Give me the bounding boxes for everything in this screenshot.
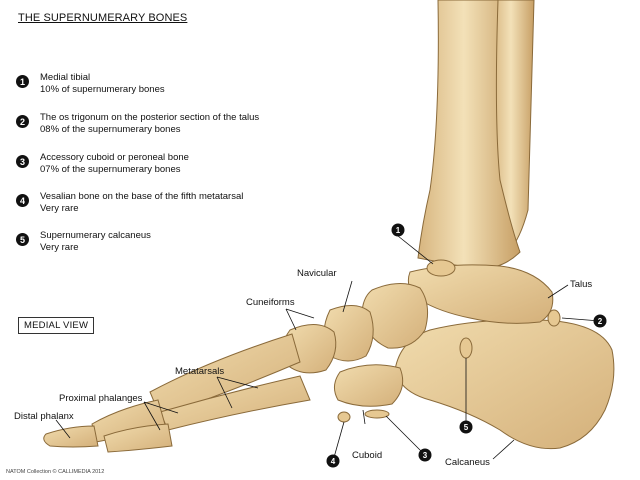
cuboid-bone	[334, 364, 404, 407]
legend-item-4: 4 Vesalian bone on the base of the fifth…	[16, 191, 243, 214]
label-metatarsals: Metatarsals	[175, 366, 224, 377]
legend-1-detail: 10% of supernumerary bones	[40, 83, 165, 95]
marker-4-badge: 4	[16, 194, 29, 207]
label-talus: Talus	[570, 279, 592, 290]
talus-bone	[407, 264, 554, 324]
credit-text: NATOM Collection © CALLIMEDIA 2012	[6, 469, 105, 475]
label-proximal-phalanges: Proximal phalanges	[59, 393, 143, 404]
legend-2-detail: 08% of the supernumerary bones	[40, 123, 181, 135]
marker-3-number: 3	[423, 451, 428, 460]
marker-5: 5	[459, 420, 473, 434]
page-title: THE SUPERNUMERARY BONES	[18, 12, 188, 24]
proximal-phalanx-bone	[103, 423, 173, 453]
legend-2-name: The os trigonum on the posterior section…	[40, 112, 260, 123]
supernumerary-calcaneus	[459, 337, 473, 359]
label-navicular: Navicular	[297, 268, 337, 279]
marker-5-number: 5	[464, 423, 469, 432]
peroneal-bone	[364, 409, 390, 419]
marker-1-number: 1	[396, 226, 401, 235]
os-trigonum	[547, 309, 561, 327]
distal-phalanx-bone	[43, 425, 99, 448]
marker-3: 3	[418, 448, 432, 462]
legend-4-name: Vesalian bone on the base of the fifth m…	[40, 191, 244, 202]
legend-3-name: Accessory cuboid or peroneal bone	[40, 152, 189, 163]
legend-3-detail: 07% of the supernumerary bones	[40, 163, 181, 175]
vesalian-bone	[337, 411, 351, 423]
label-distal-phalanx: Distal phalanx	[14, 411, 74, 422]
medial-tibial-ossicle	[426, 259, 456, 277]
legend-5-detail: Very rare	[40, 241, 79, 253]
label-calcaneus: Calcaneus	[445, 457, 490, 468]
marker-3-badge: 3	[16, 155, 29, 168]
label-cuneiforms: Cuneiforms	[246, 297, 295, 308]
marker-2-number: 2	[598, 317, 603, 326]
legend-item-2: 2 The os trigonum on the posterior secti…	[16, 112, 259, 135]
view-label: MEDIAL VIEW	[18, 317, 95, 334]
marker-1-badge: 1	[16, 75, 29, 88]
marker-2-badge: 2	[16, 115, 29, 128]
legend-5-name: Supernumerary calcaneus	[40, 230, 151, 241]
leader-lines	[55, 235, 601, 462]
marker-2: 2	[593, 314, 607, 328]
marker-5-badge: 5	[16, 233, 29, 246]
label-cuboid: Cuboid	[352, 450, 382, 461]
metatarsal-bone	[159, 375, 311, 431]
marker-4: 4	[326, 454, 340, 468]
marker-1: 1	[391, 223, 405, 237]
legend-4-detail: Very rare	[40, 202, 79, 214]
marker-4-number: 4	[331, 457, 336, 466]
calcaneus-bone	[394, 319, 615, 450]
legend-1-name: Medial tibial	[40, 72, 91, 83]
